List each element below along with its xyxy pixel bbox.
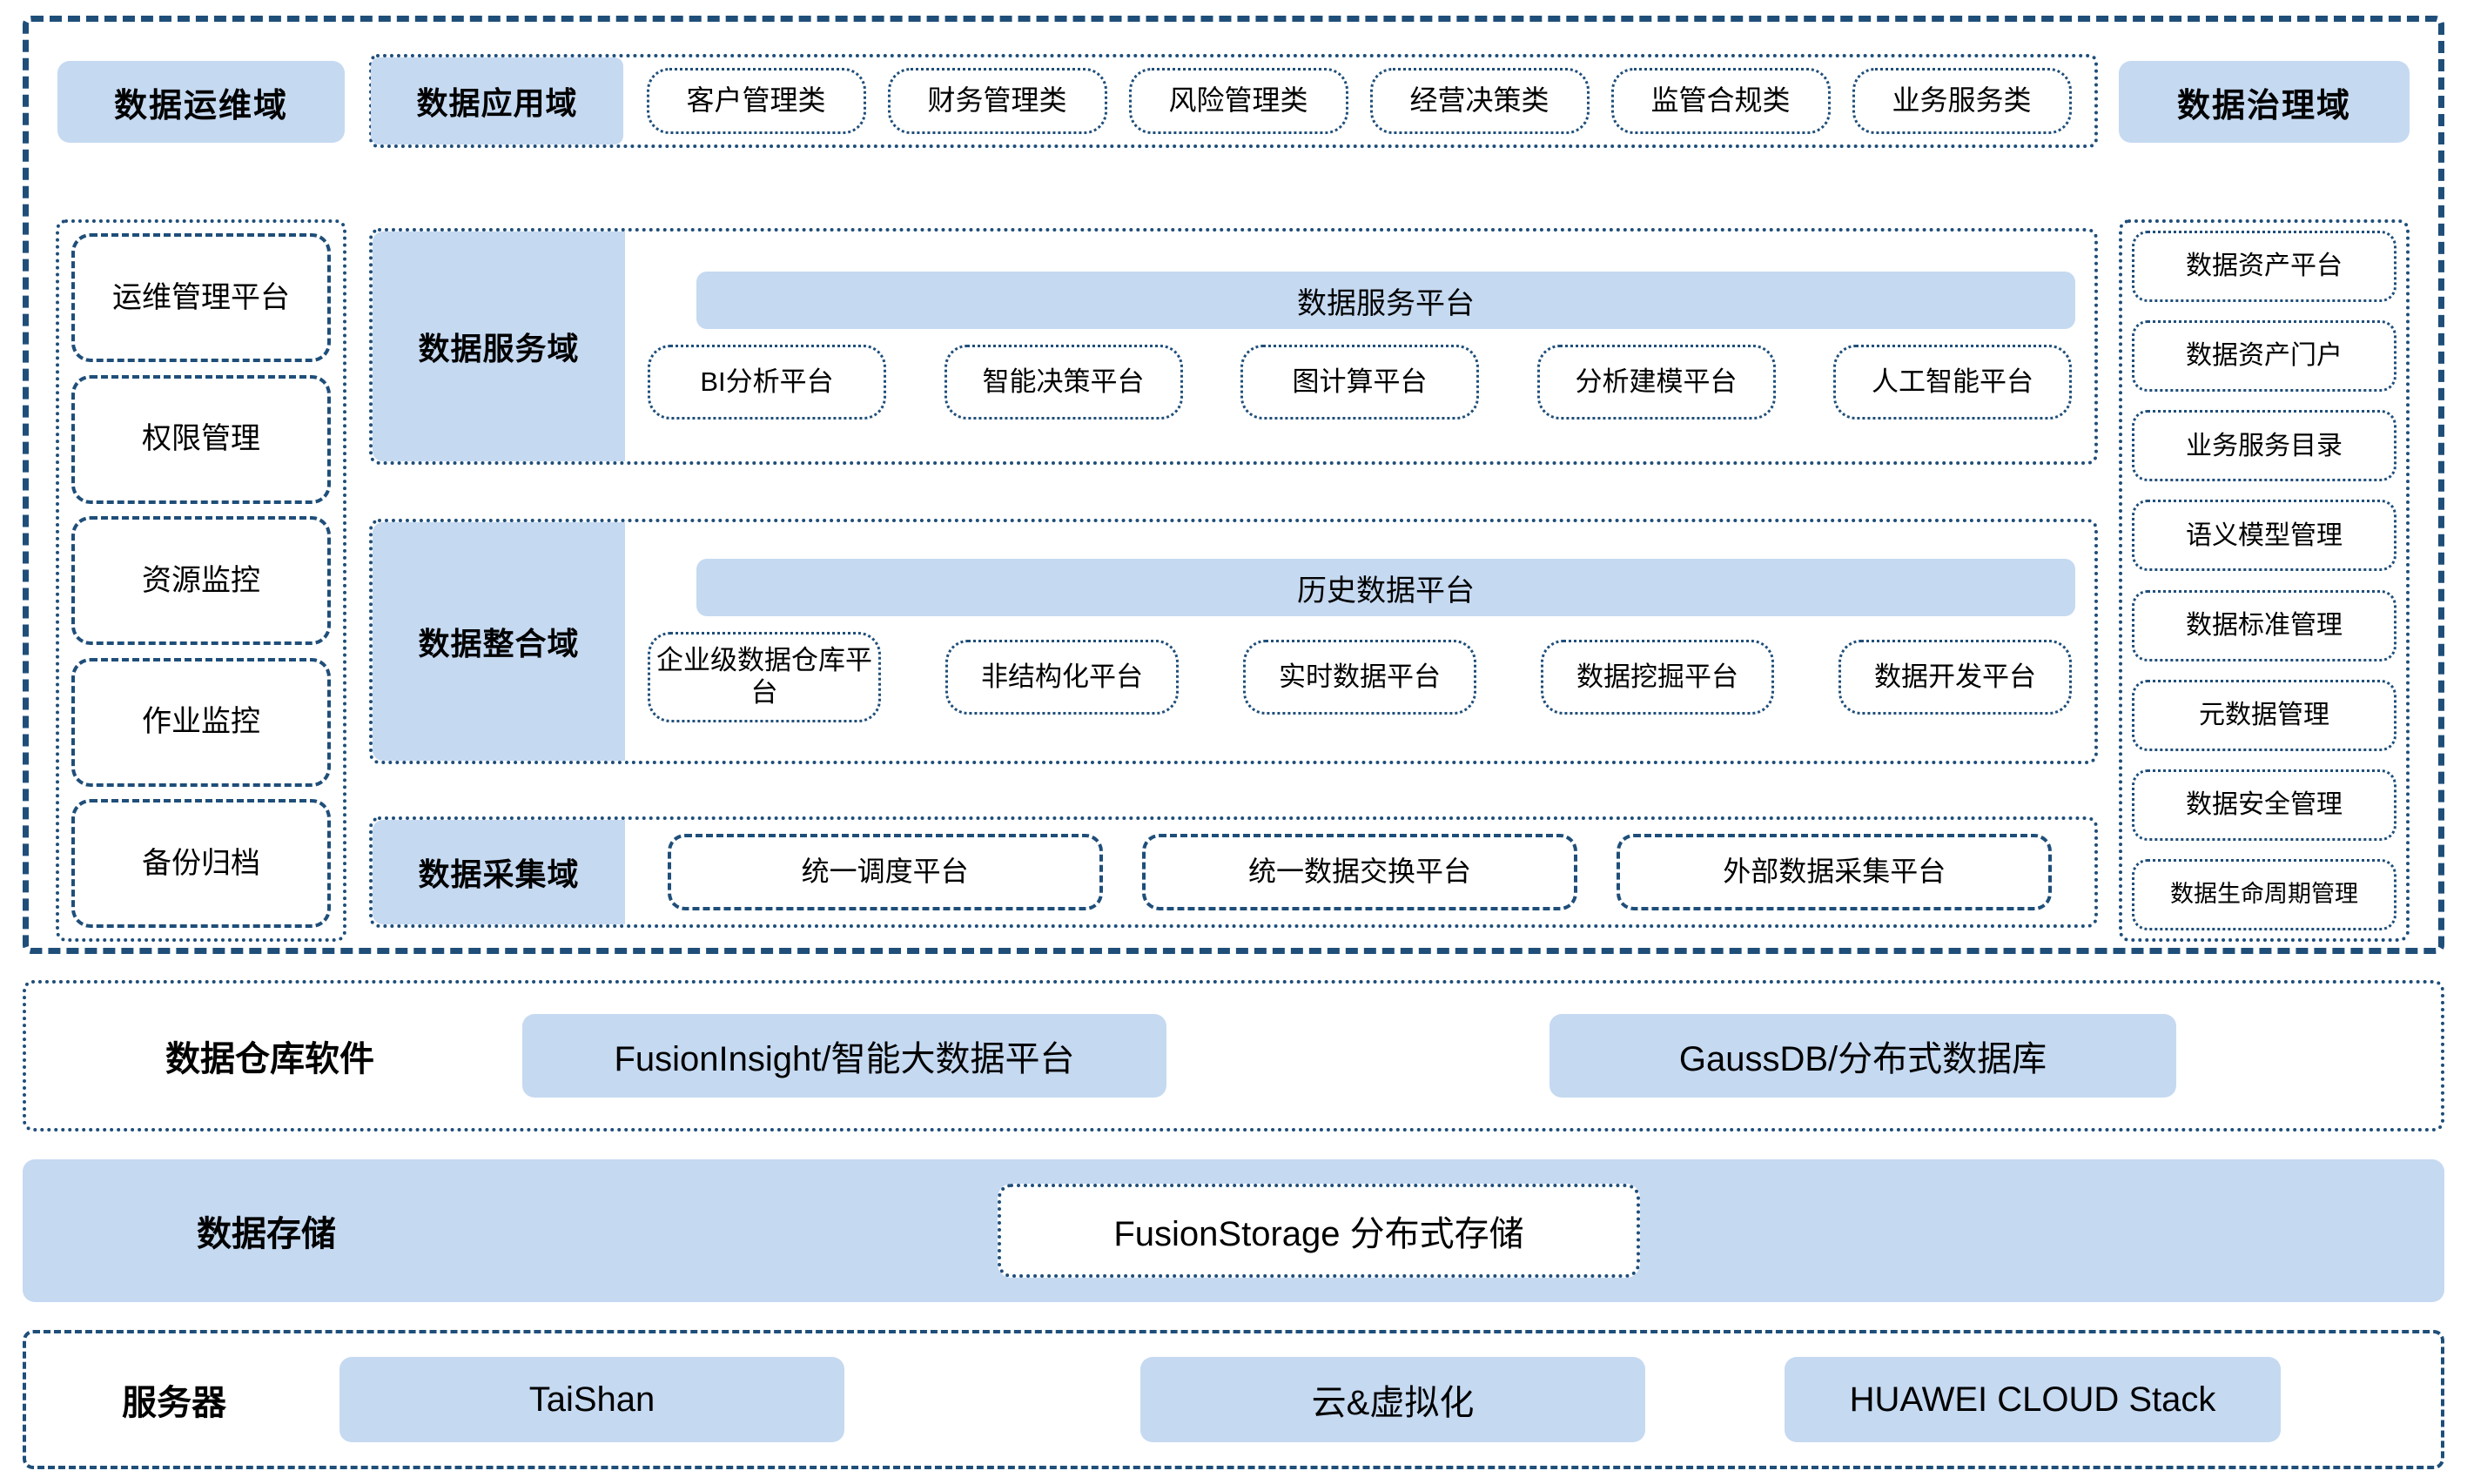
collection-domain-body: 统一调度平台 统一数据交换平台 外部数据采集平台 [625,834,2094,910]
collection-domain-band: 数据采集域 统一调度平台 统一数据交换平台 外部数据采集平台 [369,816,2098,928]
integration-domain-item[interactable]: 实时数据平台 [1243,640,1476,715]
service-domain-item[interactable]: BI分析平台 [648,345,886,420]
integration-domain-banner: 历史数据平台 [696,559,2075,616]
app-domain-container: 数据应用域 客户管理类 财务管理类 风险管理类 经营决策类 监管合规类 业务服务… [369,54,2098,148]
governance-domain-item[interactable]: 数据标准管理 [2132,589,2396,661]
storage-layer: 数据存储 FusionStorage 分布式存储 [23,1159,2444,1302]
ops-domain-item[interactable]: 备份归档 [71,799,331,928]
integration-domain-item[interactable]: 企业级数据仓库平台 [648,632,881,722]
ops-domain-list: 运维管理平台 权限管理 资源监控 作业监控 备份归档 [56,219,346,942]
warehouse-chip-fusioninsight[interactable]: FusionInsight/智能大数据平台 [522,1014,1166,1098]
app-category-item[interactable]: 经营决策类 [1369,68,1590,134]
collection-domain-item[interactable]: 统一数据交换平台 [1141,834,1577,910]
governance-domain-item[interactable]: 语义模型管理 [2132,500,2396,572]
integration-domain-item[interactable]: 数据挖掘平台 [1541,640,1774,715]
integration-domain-body: 历史数据平台 企业级数据仓库平台 非结构化平台 实时数据平台 数据挖掘平台 数据… [625,522,2094,761]
service-domain-body: 数据服务平台 BI分析平台 智能决策平台 图计算平台 分析建模平台 人工智能平台 [625,232,2094,461]
server-layer-label: 服务器 [122,1384,226,1422]
governance-domain-item[interactable]: 数据生命周期管理 [2132,858,2396,930]
server-chip-cloud-virtualization[interactable]: 云&虚拟化 [1140,1357,1645,1442]
collection-domain-item[interactable]: 外部数据采集平台 [1617,834,2053,910]
collection-domain-title: 数据采集域 [373,820,625,924]
app-category-item[interactable]: 业务服务类 [1852,68,2072,134]
service-domain-band: 数据服务域 数据服务平台 BI分析平台 智能决策平台 图计算平台 分析建模平台 … [369,228,2098,465]
service-domain-item[interactable]: 人工智能平台 [1833,345,2072,420]
ops-domain-item[interactable]: 资源监控 [71,516,331,645]
app-category-item[interactable]: 财务管理类 [887,68,1107,134]
server-chip-taishan[interactable]: TaiShan [339,1357,844,1442]
warehouse-layer-label: 数据仓库软件 [165,1040,374,1078]
platform-outer-frame [23,16,2444,954]
ops-domain-title: 数据运维域 [57,61,345,143]
storage-chip-fusionstorage[interactable]: FusionStorage 分布式存储 [998,1184,1640,1278]
server-chip-huawei-cloud-stack[interactable]: HUAWEI CLOUD Stack [1785,1357,2281,1442]
app-category-list: 客户管理类 财务管理类 风险管理类 经营决策类 监管合规类 业务服务类 [623,57,2094,144]
integration-domain-item[interactable]: 数据开发平台 [1838,640,2072,715]
app-category-item[interactable]: 客户管理类 [646,68,866,134]
app-domain-title: 数据应用域 [371,57,623,144]
server-layer: 服务器 TaiShan 云&虚拟化 HUAWEI CLOUD Stack [23,1330,2444,1469]
warehouse-software-layer: 数据仓库软件 FusionInsight/智能大数据平台 GaussDB/分布式… [23,980,2444,1131]
service-domain-item[interactable]: 分析建模平台 [1536,345,1776,420]
app-category-item[interactable]: 风险管理类 [1128,68,1348,134]
ops-domain-item[interactable]: 运维管理平台 [71,233,331,362]
collection-domain-item[interactable]: 统一调度平台 [667,834,1103,910]
governance-domain-item[interactable]: 业务服务目录 [2132,410,2396,482]
governance-domain-item[interactable]: 数据安全管理 [2132,769,2396,841]
governance-domain-item[interactable]: 元数据管理 [2132,679,2396,751]
governance-domain-title: 数据治理域 [2119,61,2410,143]
integration-domain-item[interactable]: 非结构化平台 [945,640,1179,715]
service-domain-title: 数据服务域 [373,232,625,461]
service-domain-item-row: BI分析平台 智能决策平台 图计算平台 分析建模平台 人工智能平台 [644,345,2075,420]
warehouse-chip-gaussdb[interactable]: GaussDB/分布式数据库 [1549,1014,2176,1098]
integration-domain-item-row: 企业级数据仓库平台 非结构化平台 实时数据平台 数据挖掘平台 数据开发平台 [644,632,2075,722]
governance-domain-list: 数据资产平台 数据资产门户 业务服务目录 语义模型管理 数据标准管理 元数据管理… [2119,219,2410,942]
integration-domain-title: 数据整合域 [373,522,625,761]
governance-domain-item[interactable]: 数据资产平台 [2132,231,2396,302]
app-category-item[interactable]: 监管合规类 [1610,68,1831,134]
storage-layer-label: 数据存储 [197,1215,336,1253]
ops-domain-item[interactable]: 作业监控 [71,657,331,787]
service-domain-item[interactable]: 智能决策平台 [944,345,1183,420]
service-domain-banner: 数据服务平台 [696,272,2075,329]
service-domain-item[interactable]: 图计算平台 [1240,345,1479,420]
integration-domain-band: 数据整合域 历史数据平台 企业级数据仓库平台 非结构化平台 实时数据平台 数据挖… [369,519,2098,764]
governance-domain-item[interactable]: 数据资产门户 [2132,320,2396,393]
ops-domain-item[interactable]: 权限管理 [71,374,331,504]
